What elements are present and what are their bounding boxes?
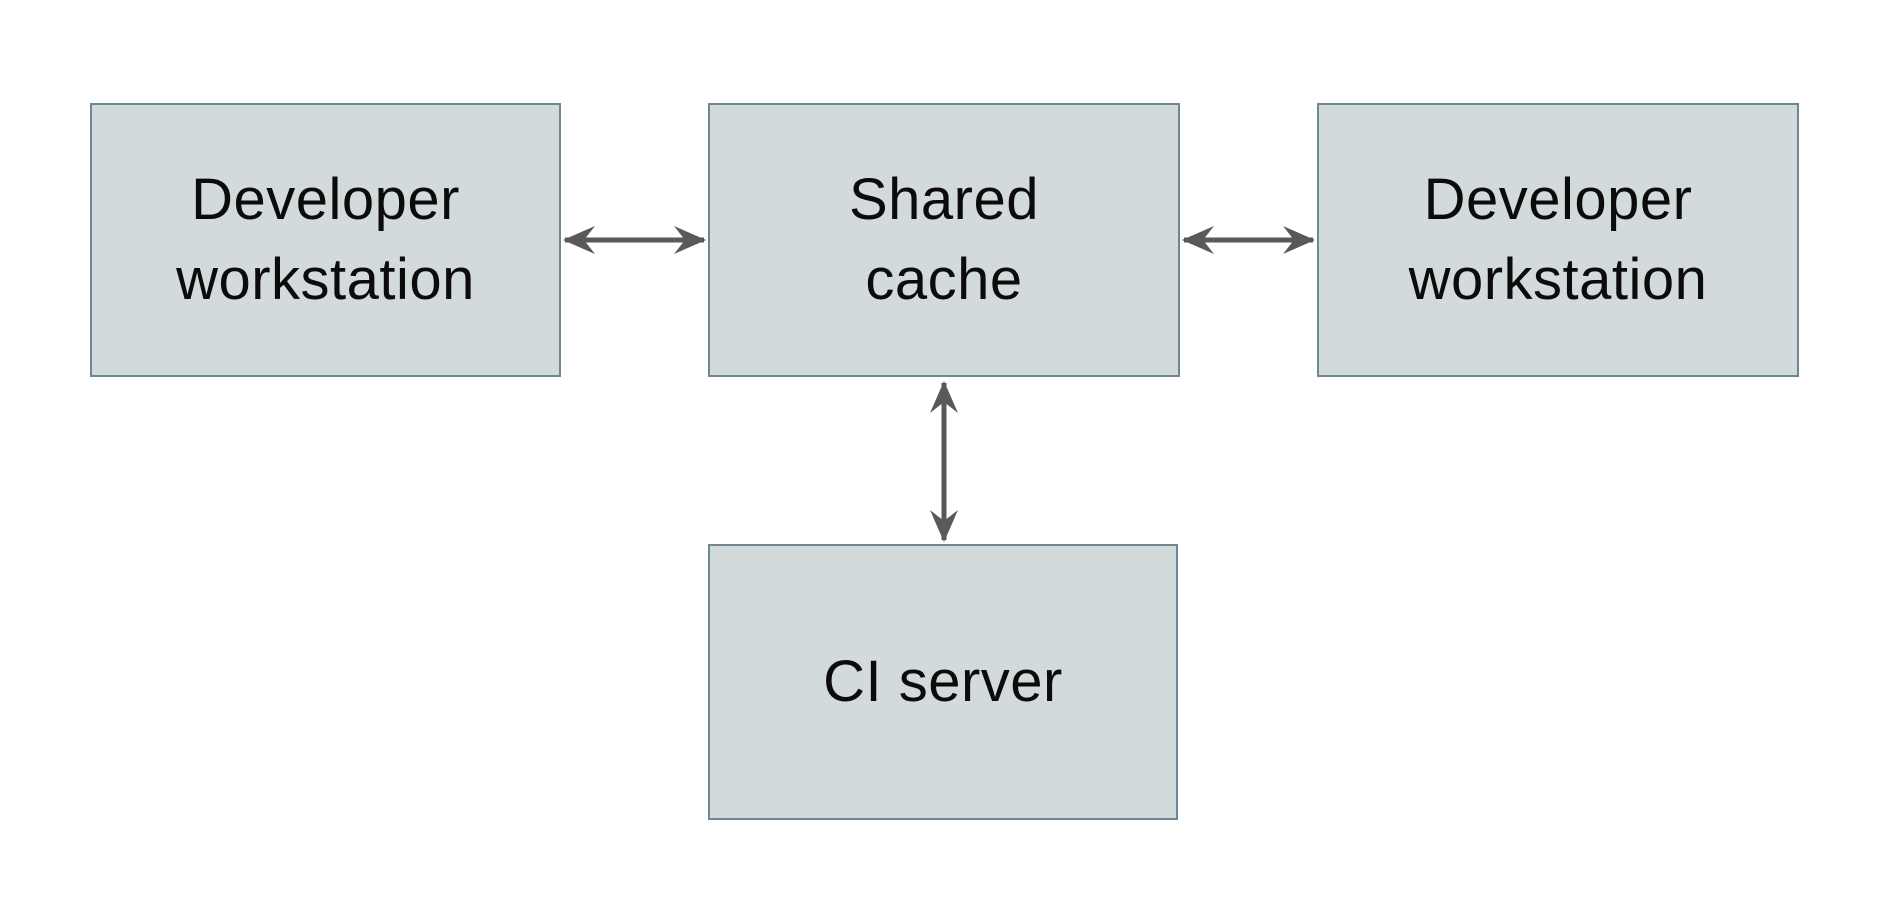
node-developer-workstation-left: Developer workstation [90, 103, 561, 377]
node-label-line: Shared [848, 166, 1040, 232]
node-developer-workstation-right: Developer workstation [1317, 103, 1799, 377]
node-label-line: workstation [1408, 247, 1708, 312]
bidirectional-arrow-cache-to-right-workstation [1182, 226, 1315, 254]
bidirectional-arrow-cache-to-ci-server [930, 381, 958, 542]
node-label-line: workstation [176, 247, 475, 312]
node-ci-server: CI server [708, 544, 1178, 820]
node-label-line: Developer [191, 166, 460, 232]
node-label-line: cache [865, 247, 1023, 312]
node-label-line: CI server [823, 648, 1063, 714]
node-shared-cache: Shared cache [708, 103, 1180, 377]
node-label-line: Developer [1423, 166, 1693, 232]
bidirectional-arrow-left-workstation-to-cache [563, 226, 706, 254]
